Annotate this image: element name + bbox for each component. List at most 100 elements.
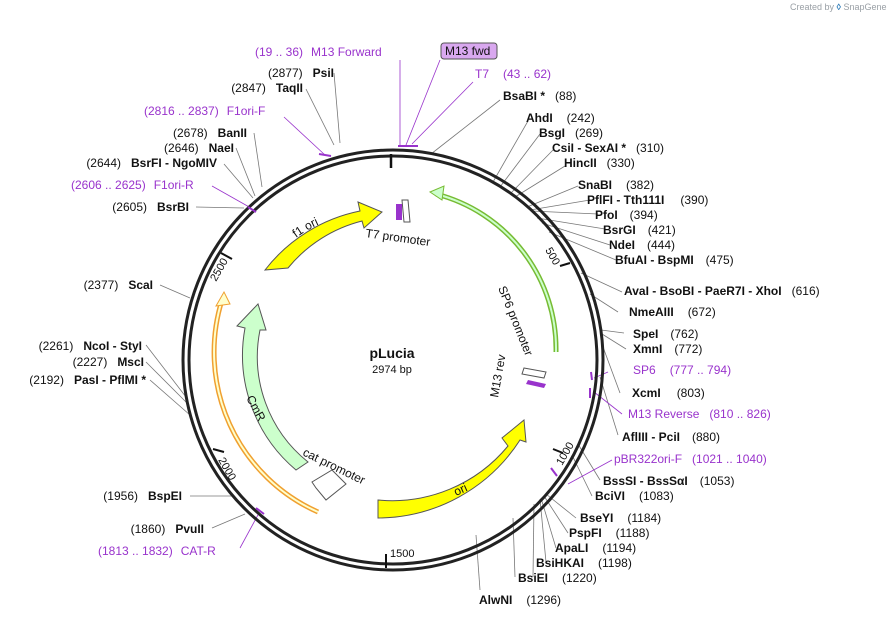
snapgene-credit: Created by ◊ SnapGene [790,2,887,12]
site-name: CsiI - SexAI * [552,141,626,155]
svg-text:(1860)PvuII: (1860)PvuII [131,522,204,536]
site-name: BsiEI [518,571,548,585]
svg-text:(1956)BspEI: (1956)BspEI [103,489,182,503]
site-pos: (1184) [627,511,661,525]
site-pos: (2646) [164,141,199,155]
site-name: BsrFI - NgoMIV [131,156,217,170]
site-pos: (672) [688,305,716,319]
svg-text:BssSI - BssSαI(1053): BssSI - BssSαI(1053) [603,474,734,488]
site-name: AlwNI [479,593,512,607]
svg-text:NdeI(444): NdeI(444) [609,238,675,252]
primer-pbr322ori-f: pBR322ori-F(1021 .. 1040) [614,452,767,466]
site-name: ScaI [128,278,153,292]
primer-m13-fwd: M13 fwd [445,44,490,58]
ruler-label-2500: 2500 [208,256,231,283]
site-pos: (880) [692,430,720,444]
svg-text:AvaI - BsoBI - PaeR7I -: AvaI - BsoBI - PaeR7I - XhoI(616) [624,284,820,298]
site-pos: (803) [677,386,705,400]
svg-text:BsaBI *(88): BsaBI *(88) [503,89,576,103]
site-pos: (2605) [112,200,147,214]
feature-cat-promoter [311,469,347,501]
site-pos: (1860) [131,522,166,536]
svg-text:PflFI - Tth111I(390): PflFI - Tth111I(390) [587,193,708,207]
feature-t7-promoter [401,199,411,223]
svg-text:(2877)PsiI: (2877)PsiI [268,66,334,80]
primer-leader-lines [211,59,623,549]
svg-text:SnaBI(382): SnaBI(382) [578,178,654,192]
site-labels-right: BsaBI *(88) AhdI(242) BsgI (269) CsiI - S… [479,89,820,607]
site-pos: (2227) [73,355,108,369]
site-pos: (1083) [639,489,674,503]
m13-rev-primer-mark [526,380,546,388]
svg-text:(2644)BsrFI - NgoMIV: (2644)BsrFI - NgoMIV [86,156,217,170]
credit-prefix: Created by [790,2,835,12]
site-name: BciVI [595,489,625,503]
site-name: PasI - PflMI * [74,373,146,387]
plasmid-name: pLucia [369,345,414,361]
site-pos: (269) [575,126,603,140]
site-pos: (1220) [562,571,597,585]
site-name: BsrBI [157,200,189,214]
feature-cmr [236,303,309,471]
site-name: BsrGI [603,223,636,237]
ruler-label-500: 500 [542,246,562,268]
site-pos: (390) [680,193,708,207]
sp6-arrowhead-icon [428,185,445,201]
primer-m13-reverse: M13 Reverse(810 .. 826) [628,407,771,421]
site-pos: (2192) [29,373,64,387]
site-pos: (2678) [173,126,208,140]
site-name: BfuAI - BspMI [615,253,694,267]
svg-text:(2847)TaqII: (2847)TaqII [231,81,303,95]
site-pos: (2377) [84,278,119,292]
site-name: TaqII [276,81,303,95]
svg-text:AflIII - PciI(880): AflIII - PciI (880) [622,430,720,444]
primer-f1ori-r: (2606 .. 2625)F1ori-R [71,178,194,192]
site-name: BsgI [539,126,565,140]
svg-text:XcmI(803): XcmI(803) [632,386,705,400]
site-pos: (475) [706,253,734,267]
site-pos: (1053) [700,474,735,488]
svg-text:BsiEI(1220): BsiEI (1220) [518,571,597,585]
site-name: PfoI [595,208,618,222]
primer-m13-fwd-box [440,42,498,60]
feature-label-sp6-promoter: SP6 promoter [495,284,536,358]
feature-ori [377,419,527,519]
primer-marks [247,145,593,515]
svg-text:BsgI(269): BsgI (269) [539,126,603,140]
primer-labels: (19 .. 36)M13 Forward M13 fwd T7(43 .. 6… [71,42,771,558]
svg-text:BseYI(1184): BseYI(1184) [580,511,661,525]
site-pos: (1194) [602,541,636,555]
svg-text:PfoI(394): PfoI(394) [595,208,658,222]
site-name: BsiHKAI [536,556,584,570]
svg-text:(2646)NaeI: (2646) NaeI [164,141,234,155]
svg-text:AhdI(242): AhdI(242) [526,111,595,125]
primer-sp6: SP6(777 .. 794) [633,363,731,377]
backbone-inner [187,154,599,566]
site-name: NaeI [209,141,234,155]
feature-label-m13-rev: M13 rev [487,353,508,398]
site-pos: (444) [647,238,675,252]
site-name: BsaBI * [503,89,545,103]
svg-text:PspFI(1188): PspFI (1188) [569,526,649,540]
site-pos: (1198) [598,556,632,570]
primer-f1ori-f: (2816 .. 2837)F1ori-F [144,104,265,118]
site-name: SnaBI [578,178,612,192]
site-name: PspFI [569,526,602,540]
site-pos: (1188) [616,526,650,540]
backbone-outer [181,148,605,572]
site-pos: (2261) [39,339,74,353]
credit-brand: SnapGene [843,2,887,12]
site-pos: (1296) [526,593,561,607]
site-leader-lines [145,72,627,591]
site-name: MscI [117,355,144,369]
svg-text:ApaLI(1194): ApaLI(1194) [555,541,636,555]
svg-text:BsrGI(421): BsrGI(421) [603,223,676,237]
svg-text:XmnI(772): XmnI(772) [633,342,702,356]
site-name: XmnI [633,342,662,356]
site-name: AflIII - PciI [622,430,680,444]
primer-cat-r: (1813 .. 1832)CAT-R [98,544,216,558]
site-name: HincII [564,156,597,170]
feature-m13-rev [521,367,547,379]
site-name: BanII [218,126,247,140]
